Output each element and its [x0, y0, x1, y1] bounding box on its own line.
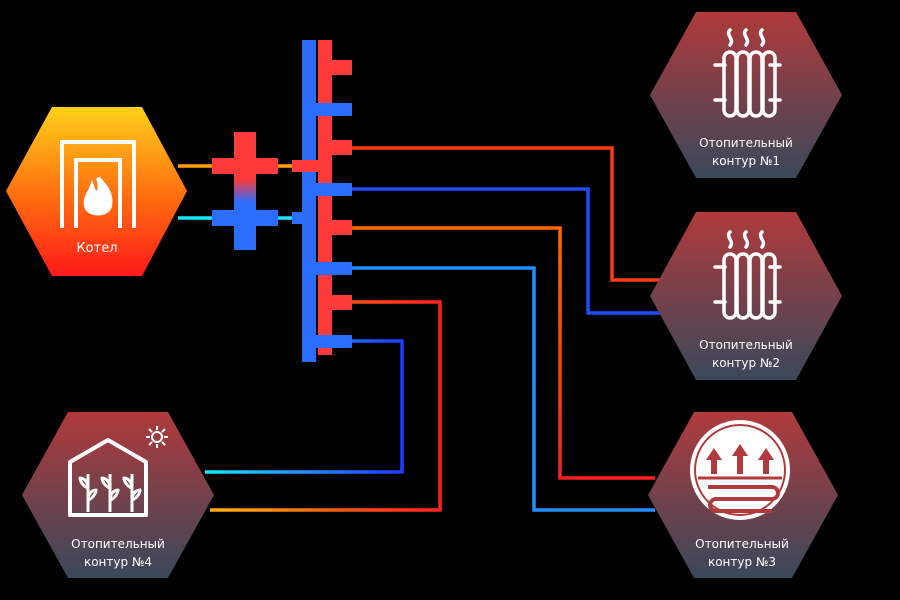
boiler-flame-icon [60, 140, 136, 228]
circuit3-label-line2: контур №3 [708, 555, 776, 569]
circuit3-label-line1: Отопительный [695, 537, 789, 551]
circuit1-label-line2: контур №1 [712, 154, 780, 168]
underfloor-heating-icon [690, 420, 790, 520]
circuit2-label-line2: контур №2 [712, 356, 780, 370]
circuit2-return-pipe [352, 187, 660, 315]
circuit1-label-line1: Отопительный [699, 136, 793, 150]
hydraulic-separator [212, 132, 278, 250]
circuit4-supply-pipe [210, 300, 442, 512]
boiler-node[interactable]: Котел [6, 107, 187, 276]
circuit3-return-pipe [352, 266, 655, 512]
distribution-manifold [292, 40, 352, 362]
circuit2-node[interactable]: Отопительный контур №2 [650, 212, 842, 380]
circuit2-supply-pipe [352, 146, 660, 282]
circuit4-node[interactable]: Отопительный контур №4 [22, 412, 214, 578]
radiator-icon [713, 28, 782, 118]
greenhouse-icon [68, 438, 148, 517]
circuit1-hexagon [650, 12, 842, 178]
circuit1-node[interactable]: Отопительный контур №1 [650, 12, 842, 178]
radiator-icon [713, 230, 782, 320]
circuit2-label-line1: Отопительный [699, 338, 793, 352]
circuit2-hexagon [650, 212, 842, 380]
circuit4-hexagon [22, 412, 214, 578]
circuit4-label-line2: контур №4 [84, 555, 152, 569]
circuit3-node[interactable]: Отопительный контур №3 [648, 412, 838, 578]
sun-icon [146, 426, 168, 448]
circuit3-supply-pipe [352, 226, 655, 480]
pipes [178, 66, 665, 512]
circuit4-label-line1: Отопительный [71, 537, 165, 551]
boiler-label: Котел [76, 241, 117, 256]
circuit4-return-pipe [205, 339, 404, 474]
